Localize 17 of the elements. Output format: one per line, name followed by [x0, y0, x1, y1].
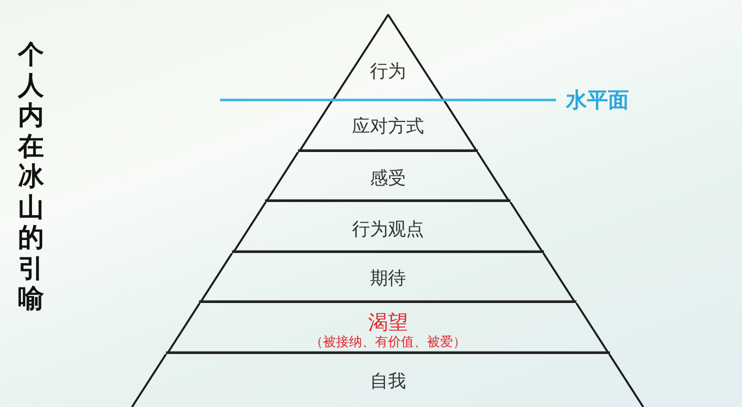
pyramid-layer [232, 202, 544, 253]
pyramid-layer [298, 100, 478, 152]
layer-label: 应对方式 [352, 116, 424, 138]
layer-label: 行为 [370, 61, 406, 83]
title: 个人内在冰山的引喻 [17, 40, 45, 314]
layer-note: （被接纳、有价值、被爱） [310, 335, 466, 351]
pyramid-layer [166, 303, 610, 354]
layer-label: 渴望 [368, 310, 408, 334]
pyramid-layer [199, 253, 577, 303]
layer-label: 期待 [370, 268, 406, 290]
pyramid-layer [131, 354, 645, 407]
pyramid-layer [332, 14, 444, 100]
layer-label: 感受 [370, 168, 406, 190]
layer-label: 行为观点 [352, 219, 424, 241]
water-level-label: 水平面 [566, 87, 629, 113]
pyramid-layer [265, 152, 511, 202]
layer-label: 自我 [370, 371, 406, 393]
